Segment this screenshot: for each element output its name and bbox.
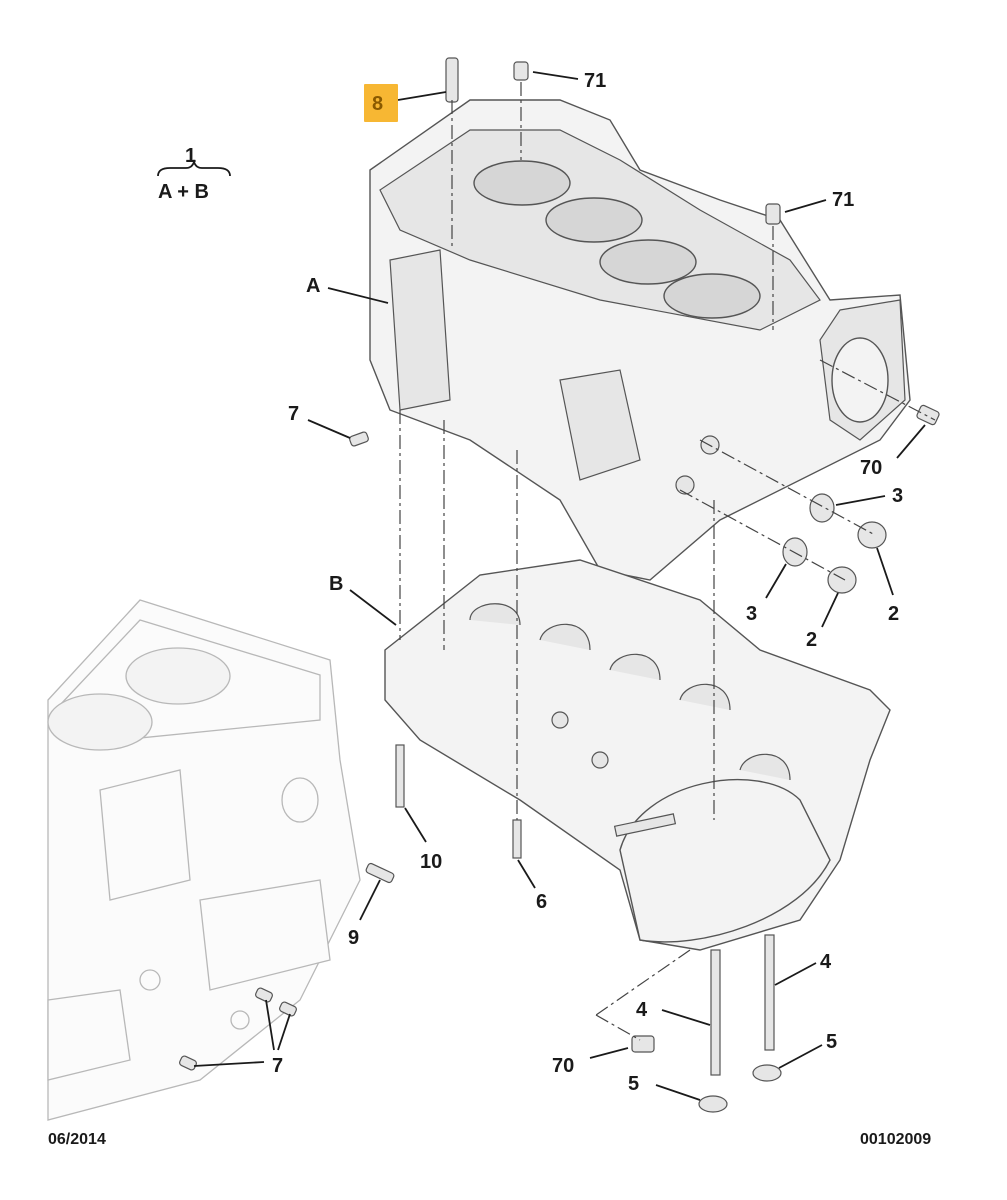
diagram-footer: 06/2014 00102009 (48, 1131, 931, 1148)
callout-10[interactable]: 10 (420, 851, 442, 873)
callout-6[interactable]: 6 (536, 891, 547, 913)
callout-7-left[interactable]: 7 (288, 403, 299, 425)
part-7-pin-bottom-b (279, 1001, 297, 1017)
callout-3-upper[interactable]: 3 (892, 485, 903, 507)
callout-71-right[interactable]: 71 (832, 189, 854, 211)
crankcase-lower-half-b (384, 559, 891, 951)
part-5-washer-left (698, 1095, 728, 1113)
part-3-seal-lower (782, 537, 808, 567)
part-4-bolt-right (764, 934, 775, 1051)
callout-2-lower[interactable]: 2 (806, 629, 817, 651)
callout-71-top[interactable]: 71 (584, 70, 606, 92)
callout-a[interactable]: A (306, 275, 320, 297)
part-10-bolt (395, 744, 405, 808)
callout-4-right[interactable]: 4 (820, 951, 832, 973)
assembly-formula: A + B (158, 181, 209, 203)
assembly-axes (399, 82, 936, 1041)
highlight-box-part-8 (364, 84, 398, 122)
part-2-plug-lower (827, 566, 857, 594)
callout-7-bottom[interactable]: 7 (272, 1055, 283, 1077)
callout-8[interactable]: 8 (372, 93, 383, 115)
callout-3-lower[interactable]: 3 (746, 603, 757, 625)
assembly-number: 1 (185, 145, 196, 167)
callout-9[interactable]: 9 (348, 927, 359, 949)
callout-5-left[interactable]: 5 (628, 1073, 639, 1095)
leader-lines (157, 71, 926, 1101)
callout-70-bottom[interactable]: 70 (552, 1055, 574, 1077)
part-7-pin-left (349, 431, 369, 447)
callout-labels: 8 71 71 1 A + B A 7 70 3 3 2 2 B 10 6 9 … (158, 70, 903, 1095)
reference-engine-block-illustration (47, 599, 361, 1121)
callout-2-right[interactable]: 2 (888, 603, 899, 625)
part-71-dowel-right (765, 203, 781, 225)
part-70-dowel-bottom (631, 1035, 655, 1053)
part-4-bolt-left (710, 949, 721, 1076)
part-3-seal-upper (809, 493, 835, 523)
callout-5-right[interactable]: 5 (826, 1031, 837, 1053)
part-70-dowel-right (916, 404, 940, 426)
part-9-pin (365, 862, 395, 884)
callout-b[interactable]: B (329, 573, 343, 595)
part-6-bolt (512, 819, 522, 859)
diagram-date: 06/2014 (48, 1131, 106, 1148)
part-8-sensor (445, 57, 459, 103)
part-7-pin-bottom-a (255, 987, 273, 1003)
part-2-plug-right (857, 521, 887, 549)
callout-70-right[interactable]: 70 (860, 457, 882, 479)
part-71-dowel-top (513, 61, 529, 81)
hardware-parts (179, 57, 940, 1113)
diagram-reference: 00102009 (860, 1131, 931, 1148)
part-5-washer-right (752, 1064, 782, 1082)
callout-4-left[interactable]: 4 (636, 999, 648, 1021)
